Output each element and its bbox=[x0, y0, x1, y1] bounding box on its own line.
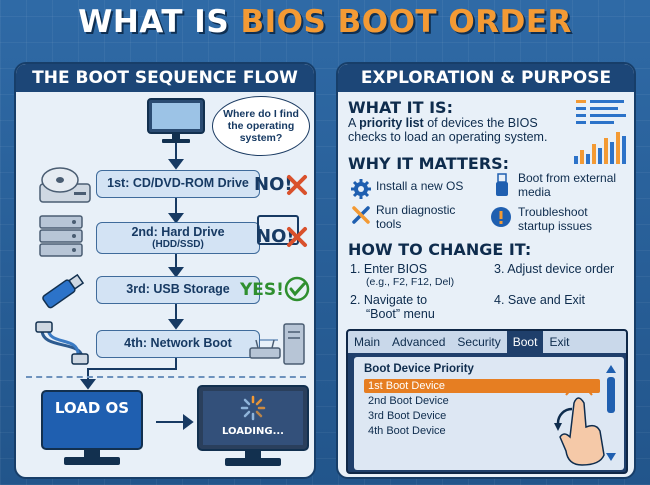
boot-flow-panel: THE BOOT SEQUENCE FLOW Where do I find t… bbox=[14, 62, 316, 479]
small-monitor-icon bbox=[257, 215, 299, 245]
computer-monitor-icon bbox=[147, 98, 205, 143]
flow-arrows bbox=[80, 142, 278, 430]
router-server-icon bbox=[249, 323, 305, 365]
verdict-yes: YES! bbox=[240, 280, 284, 300]
bios-row-1st[interactable]: 1st Boot Device bbox=[364, 379, 600, 393]
load-os-monitor-icon bbox=[41, 390, 143, 465]
red-x-icon-2 bbox=[287, 227, 307, 247]
bios-tab-boot[interactable]: Boot bbox=[506, 331, 544, 353]
bios-row-2nd[interactable]: 2nd Boot Device bbox=[368, 395, 449, 407]
bios-row-3rd[interactable]: 3rd Boot Device bbox=[368, 410, 447, 422]
change-step-2: 2. Navigate to “Boot” menu bbox=[350, 293, 490, 322]
bios-tab-bar: Main Advanced Security Boot Exit bbox=[348, 331, 626, 353]
change-step-1: 1. Enter BIOS (e.g., F2, F12, Del) bbox=[350, 262, 490, 288]
what-bold: priority list bbox=[359, 116, 424, 130]
exploration-panel: EXPLORATION & PURPOSE WHAT IT IS: A prio… bbox=[336, 62, 636, 479]
bios-boot-priority-pane: Boot Device Priority 1st Boot Device 2nd… bbox=[354, 357, 624, 470]
matters-troubleshoot: Troubleshoot startup issues bbox=[518, 205, 593, 233]
loading-monitor-icon bbox=[197, 385, 309, 466]
step-hard-drive: 2nd: Hard Drive (HDD/SSD) bbox=[96, 222, 260, 254]
step-usb: 3rd: USB Storage bbox=[96, 276, 260, 304]
load-os-label: LOAD OS bbox=[54, 399, 130, 417]
title-accent: BIOS BOOT ORDER bbox=[240, 4, 572, 40]
verdict-no-1: NO! bbox=[254, 174, 293, 195]
verdict-no-2: NO! bbox=[256, 226, 295, 247]
step-cd-dvd: 1st: CD/DVD-ROM Drive bbox=[96, 170, 260, 198]
list-chart-icon bbox=[574, 100, 626, 164]
title-prefix: WHAT IS bbox=[78, 4, 241, 40]
change-step-3: 3. Adjust device order bbox=[494, 262, 615, 276]
step-hard-drive-label: 2nd: Hard Drive bbox=[131, 224, 225, 239]
change-step-1-title: 1. Enter BIOS bbox=[350, 262, 428, 276]
thought-bubble: Where do I find the operating system? bbox=[212, 96, 310, 156]
step-network: 4th: Network Boot bbox=[96, 330, 260, 358]
matters-external-media: Boot from external media bbox=[518, 171, 617, 199]
pointing-hand-icon bbox=[554, 383, 605, 466]
change-step-2-title: 2. Navigate to bbox=[350, 293, 428, 307]
change-step-4: 4. Save and Exit bbox=[494, 293, 586, 307]
gear-icon bbox=[351, 179, 371, 199]
change-step-1-sub: (e.g., F2, F12, Del) bbox=[366, 276, 455, 289]
exploration-header: EXPLORATION & PURPOSE bbox=[338, 64, 634, 92]
optical-drive-icon bbox=[39, 167, 91, 203]
boot-flow-header: THE BOOT SEQUENCE FLOW bbox=[16, 64, 314, 92]
network-cable-icon bbox=[35, 321, 89, 365]
how-to-change-heading: HOW TO CHANGE IT: bbox=[348, 240, 532, 259]
hard-drive-icon bbox=[39, 215, 83, 257]
step-hard-drive-sub: (HDD/SSD) bbox=[152, 239, 204, 251]
dashed-separator bbox=[26, 376, 306, 378]
what-it-is-text: A priority list of devices the BIOS chec… bbox=[348, 116, 576, 145]
matters-diagnostic: Run diagnostic tools bbox=[376, 203, 456, 231]
matters-install-os: Install a new OS bbox=[376, 179, 464, 193]
what-pre: A bbox=[348, 116, 360, 130]
bios-scrollbar[interactable] bbox=[604, 363, 618, 463]
bios-row-4th[interactable]: 4th Boot Device bbox=[368, 425, 446, 437]
bios-tab-security[interactable]: Security bbox=[457, 335, 501, 349]
step-usb-label: 3rd: USB Storage bbox=[126, 282, 230, 297]
usb-icon bbox=[496, 173, 508, 196]
bios-tab-exit[interactable]: Exit bbox=[549, 335, 570, 349]
page-title: WHAT IS BIOS BOOT ORDER bbox=[0, 4, 650, 40]
bios-screen: Main Advanced Security Boot Exit Boot De… bbox=[346, 329, 628, 474]
bios-tab-main[interactable]: Main bbox=[354, 335, 381, 349]
wrench-icon bbox=[352, 206, 370, 224]
green-check-icon bbox=[284, 276, 310, 302]
why-it-matters-heading: WHY IT MATTERS: bbox=[348, 154, 510, 173]
step-cd-dvd-label: 1st: CD/DVD-ROM Drive bbox=[107, 176, 249, 191]
change-step-2-sub: “Boot” menu bbox=[366, 307, 435, 322]
alert-icon bbox=[491, 207, 511, 227]
red-x-icon bbox=[287, 175, 307, 195]
bios-priority-heading: Boot Device Priority bbox=[364, 363, 474, 375]
usb-drive-icon bbox=[42, 273, 85, 309]
loading-label: LOADING... bbox=[222, 426, 284, 437]
what-post: of devices the BIOS checks to load an op… bbox=[348, 116, 548, 145]
what-it-is-heading: WHAT IT IS: bbox=[348, 98, 453, 117]
bios-tab-advanced[interactable]: Advanced bbox=[392, 335, 446, 349]
step-network-label: 4th: Network Boot bbox=[124, 336, 232, 351]
